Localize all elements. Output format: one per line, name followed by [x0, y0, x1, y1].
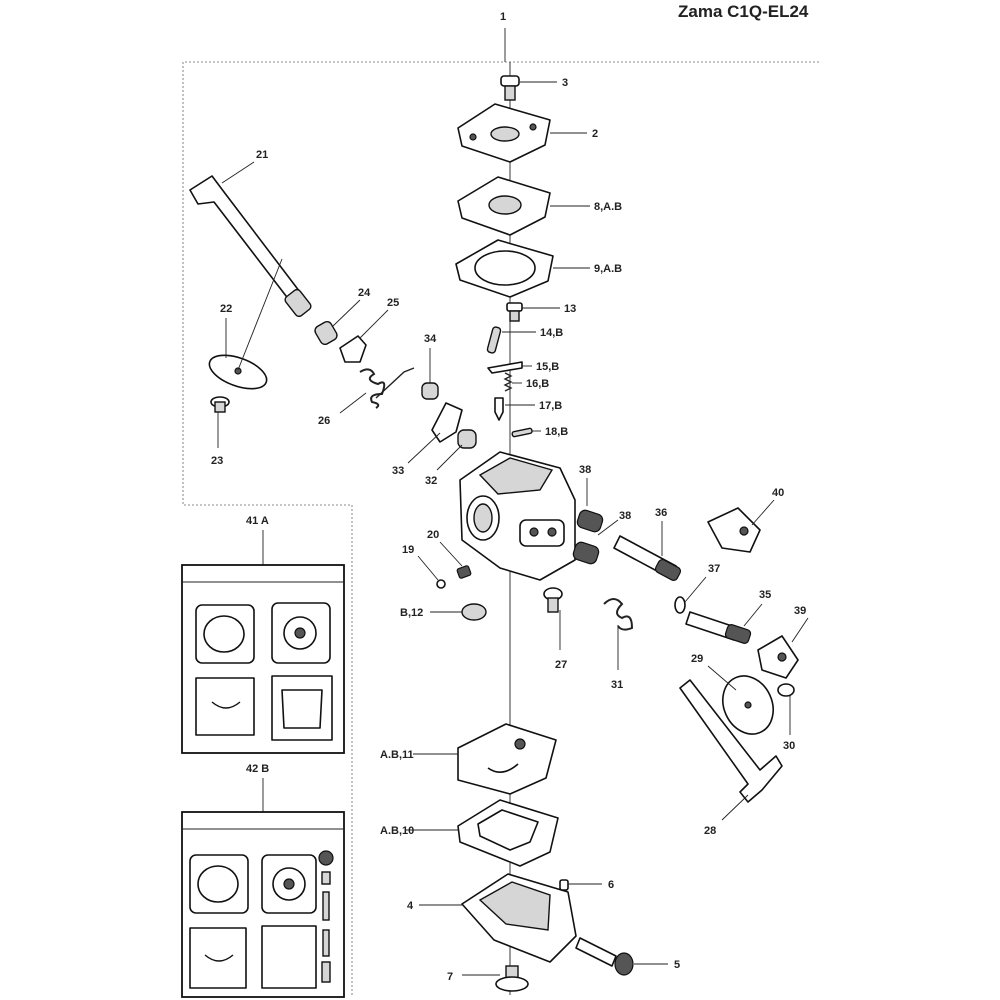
part-10-gasket [457, 799, 559, 867]
label-part-39: 39 [794, 605, 806, 617]
part-34-bushing [421, 382, 439, 400]
label-part-21: 21 [256, 149, 268, 161]
part-40-limiter-cap [707, 507, 761, 553]
label-part-20: 20 [427, 529, 439, 541]
part-3-screw [500, 75, 520, 101]
label-part-38-lower: 38 [619, 510, 631, 522]
label-part-12: B,12 [400, 607, 423, 619]
label-part-13: 13 [564, 303, 576, 315]
label-part-34: 34 [424, 333, 437, 345]
part-32-bushing [457, 429, 477, 449]
part-8-diaphragm [457, 176, 551, 236]
label-part-6: 6 [608, 879, 614, 891]
part-17-needle [494, 397, 504, 421]
part-15-lever [487, 361, 523, 374]
part-21-throttle-shaft [189, 175, 312, 318]
label-part-29: 29 [691, 653, 703, 665]
label-part-24: 24 [358, 287, 371, 299]
part-22-throttle-plate [208, 354, 268, 390]
label-part-33: 33 [392, 465, 404, 477]
label-part-4: 4 [407, 900, 414, 912]
label-part-30: 30 [783, 740, 795, 752]
part-13-screw [506, 302, 523, 322]
part-37-o-ring [674, 596, 686, 614]
label-part-32: 32 [425, 475, 437, 487]
label-part-7: 7 [447, 971, 453, 983]
part-27-screw [543, 587, 563, 613]
part-28-choke-shaft [679, 679, 783, 803]
label-part-5: 5 [674, 959, 680, 971]
part-9-gasket [455, 239, 554, 298]
label-part-19: 19 [402, 544, 414, 556]
label-part-1: 1 [500, 11, 506, 23]
label-part-10: A.B,10 [380, 825, 414, 837]
callout-labels: 1 3 2 8,A.B 9,A.B 13 14,B 15,B 16,B 17,B… [211, 11, 806, 983]
label-part-26: 26 [318, 415, 330, 427]
part-6-pin [559, 879, 569, 891]
part-14-pin [486, 326, 502, 354]
part-39-limiter-cap [757, 635, 799, 679]
label-part-38-upper: 38 [579, 464, 591, 476]
part-7-screw [495, 965, 529, 992]
label-part-3: 3 [562, 77, 568, 89]
part-26-spring [359, 367, 415, 409]
label-kit-41a: 41 A [246, 515, 269, 527]
part-23-screw [210, 396, 230, 413]
label-part-23: 23 [211, 455, 223, 467]
part-30-screw [777, 683, 795, 697]
part-19-ball [436, 579, 446, 589]
part-18-pin [511, 427, 533, 438]
label-part-37: 37 [708, 563, 720, 575]
kit-41a [181, 530, 345, 754]
label-part-8: 8,A.B [594, 201, 622, 213]
part-31-spring [603, 598, 634, 631]
part-36-needle [613, 535, 682, 582]
part-38-spring-lower [572, 541, 600, 565]
label-part-27: 27 [555, 659, 567, 671]
label-part-31: 31 [611, 679, 623, 691]
label-part-36: 36 [655, 507, 667, 519]
kit-42b [181, 778, 345, 998]
label-part-17: 17,B [539, 400, 562, 412]
part-4-metering-cover [461, 873, 577, 963]
label-part-15: 15,B [536, 361, 559, 373]
label-part-28: 28 [704, 825, 716, 837]
part-24-bushing [314, 320, 338, 346]
label-part-16: 16,B [526, 378, 549, 390]
part-12-screen [461, 603, 487, 621]
part-20-spring [456, 565, 472, 579]
part-35-needle [685, 611, 752, 644]
label-part-2: 2 [592, 128, 598, 140]
label-kit-42b: 42 B [246, 763, 269, 775]
part-29-choke-plate [722, 675, 774, 735]
part-1-carburetor-body [459, 451, 576, 581]
part-38-spring-upper [576, 509, 604, 533]
part-16-spring [503, 372, 513, 392]
part-33-lever [431, 402, 463, 443]
part-25-lever [339, 335, 367, 363]
part-11-metering-diaphragm [457, 723, 557, 795]
label-part-25: 25 [387, 297, 399, 309]
part-5-screw [575, 937, 634, 976]
label-part-14: 14,B [540, 327, 563, 339]
label-part-18: 18,B [545, 426, 568, 438]
label-part-22: 22 [220, 303, 232, 315]
label-part-40: 40 [772, 487, 784, 499]
part-2-pump-cover [457, 103, 551, 163]
label-part-11: A.B,11 [380, 749, 414, 761]
label-part-9: 9,A.B [594, 263, 622, 275]
label-part-35: 35 [759, 589, 771, 601]
diagram-title: Zama C1Q-EL24 [678, 2, 809, 21]
